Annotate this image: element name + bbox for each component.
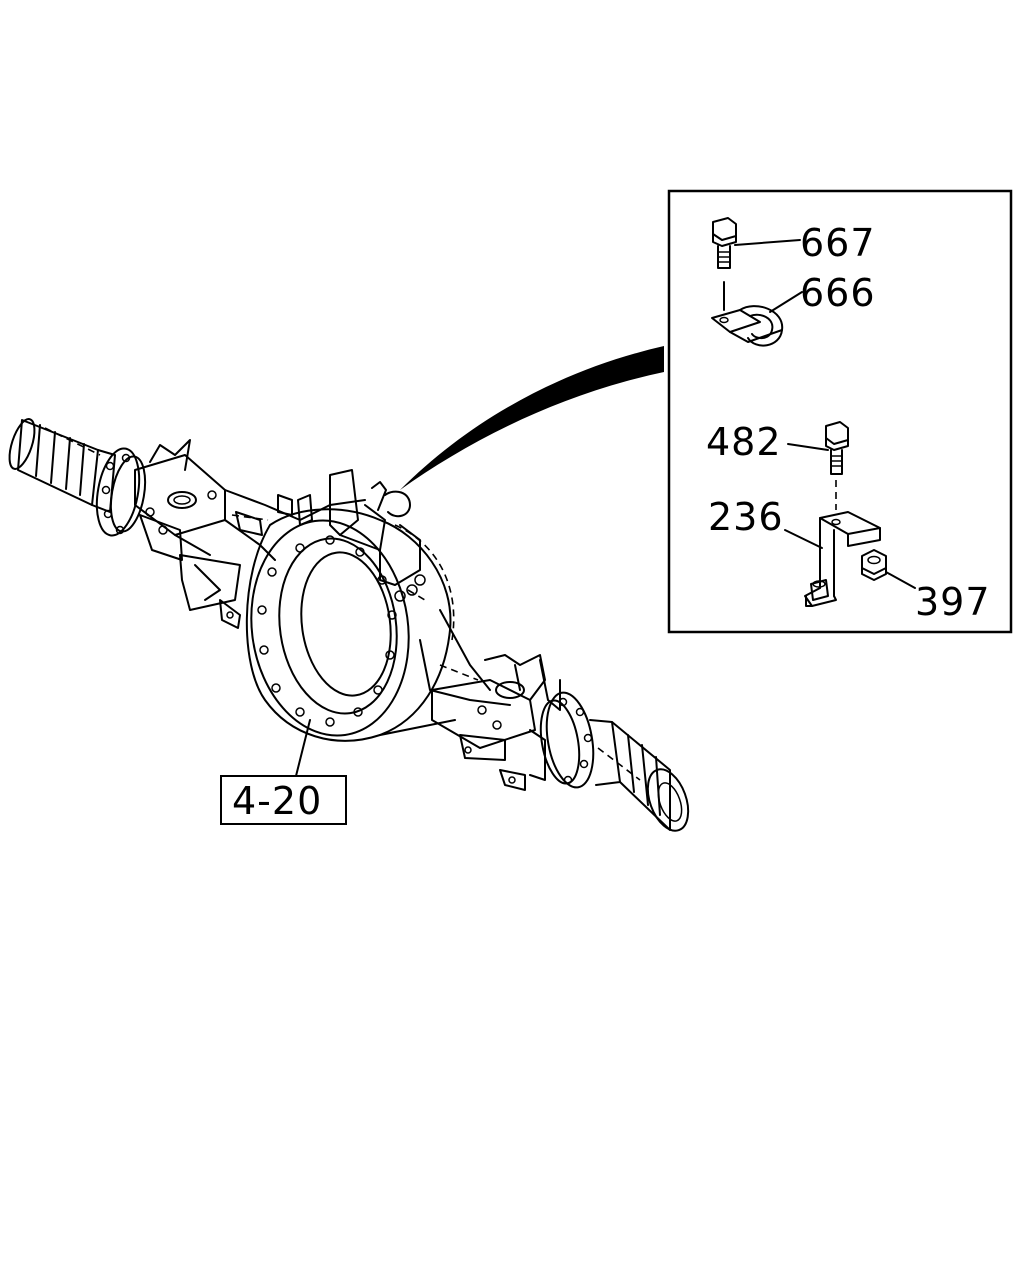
callout-482: 482: [706, 420, 782, 464]
callout-box-4-20: [220, 775, 347, 825]
bolt-482-icon: [825, 421, 849, 475]
detail-inset-frame: [667, 189, 1013, 634]
hidden-edge-lines: [231, 514, 479, 681]
detail-pointer-wedge: [400, 346, 664, 490]
housing-top-bracket: [277, 469, 421, 586]
callout-4-20: 4-20: [232, 779, 322, 823]
leader-line-4-20: [295, 719, 311, 777]
center-banjo-housing: [245, 508, 455, 742]
left-spring-seat: [134, 439, 263, 629]
right-hub-flange: [539, 691, 595, 789]
leader-line-397: [885, 571, 916, 589]
callout-667: 667: [800, 221, 876, 265]
callout-397: 397: [915, 580, 991, 624]
leader-line-666: [769, 291, 803, 313]
callout-236: 236: [708, 495, 784, 539]
cover-bolt-circle: [257, 535, 397, 727]
bolt-667-icon: [712, 217, 737, 269]
clip-666-icon: [711, 305, 784, 347]
leader-line-667: [734, 239, 801, 246]
right-axle-tube: [589, 719, 690, 832]
leader-line-236: [784, 529, 823, 549]
right-housing-arm: [379, 609, 511, 736]
callout-666: 666: [800, 271, 876, 315]
rear-axle-housing: [8, 418, 690, 832]
leader-line-482: [787, 443, 829, 451]
left-hub-flange: [95, 447, 147, 537]
right-spring-seat: [431, 654, 561, 791]
bracket-236-icon: [804, 511, 881, 607]
left-axle-tube: [8, 418, 116, 513]
